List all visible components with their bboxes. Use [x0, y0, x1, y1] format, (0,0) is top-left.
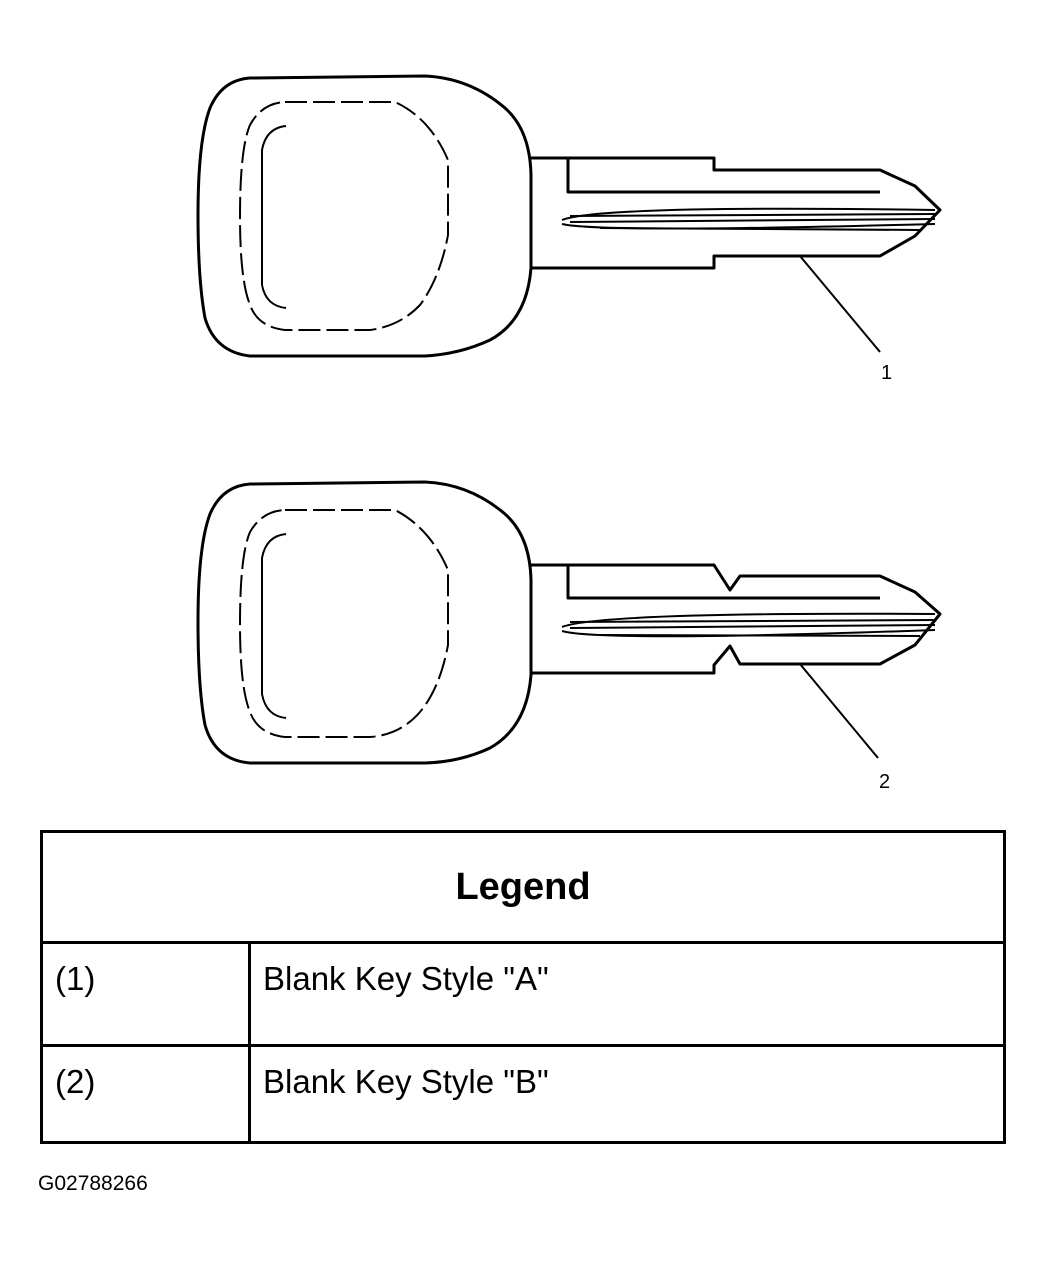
blank-key-style-b	[196, 480, 942, 765]
callout-2: 2	[879, 771, 890, 793]
key-a-grip-slot	[261, 125, 287, 309]
figure-id: G02788266	[38, 1172, 148, 1195]
blank-key-style-a	[196, 74, 942, 358]
legend-row: (2) Blank Key Style "B"	[43, 1044, 1003, 1144]
key-b-grip-slot	[261, 533, 287, 719]
key-a-head-inner	[239, 101, 449, 331]
key-b-head-inner	[239, 509, 449, 738]
leader-line-2	[799, 663, 879, 759]
legend-row-number: (1)	[43, 944, 251, 1044]
legend-header: Legend	[43, 833, 1003, 944]
key-a-blade-outline	[531, 156, 942, 270]
leader-line-1	[799, 255, 881, 353]
key-a-head	[196, 74, 533, 358]
legend-title: Legend	[455, 865, 591, 908]
legend-row-description: Blank Key Style "A"	[263, 960, 549, 997]
legend-row-number: (2)	[43, 1047, 251, 1144]
legend-table: Legend (1) Blank Key Style "A" (2) Blank…	[40, 830, 1006, 1144]
legend-row: (1) Blank Key Style "A"	[43, 944, 1003, 1044]
legend-row-description: Blank Key Style "B"	[263, 1063, 549, 1100]
key-b-grooves	[561, 612, 936, 638]
callout-1: 1	[881, 362, 892, 384]
key-b-shoulder	[566, 565, 880, 600]
key-b-head	[196, 480, 533, 765]
key-a-grooves	[561, 207, 936, 231]
key-a-shoulder	[566, 158, 880, 194]
key-b-blade-outline	[531, 563, 942, 675]
key-illustration: 1 2	[196, 74, 942, 793]
